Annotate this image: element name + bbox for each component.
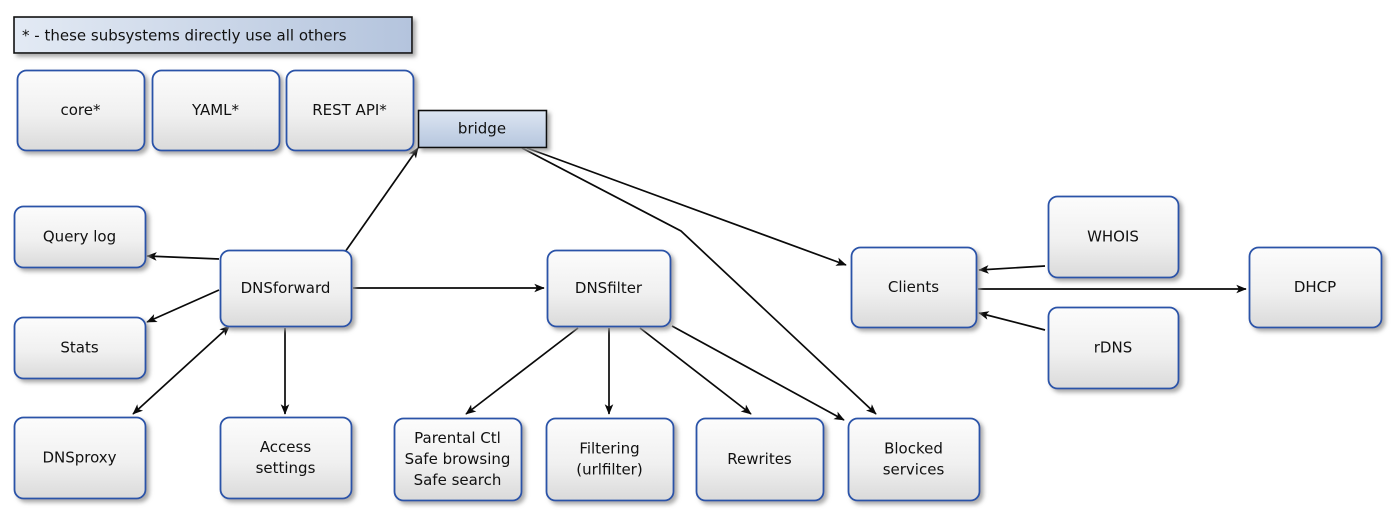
edge-dnsfilter-blocked — [671, 325, 845, 421]
node-box — [151, 69, 281, 152]
edge-line — [146, 252, 220, 261]
node-clients[interactable]: Clients — [850, 246, 978, 329]
edge-dnsfilter-parental — [465, 327, 579, 415]
edge-line — [146, 289, 220, 323]
edge-dnsforward-querylog — [146, 252, 220, 261]
node-dnsforward[interactable]: DNSforward — [219, 249, 353, 328]
node-label: WHOIS — [1087, 227, 1139, 245]
node-box — [847, 417, 981, 502]
node-label: core* — [61, 101, 101, 119]
node-box — [695, 417, 825, 502]
edge-line — [521, 147, 877, 415]
node-core[interactable]: core* — [16, 69, 146, 152]
node-label: DNSfilter — [575, 279, 643, 297]
edge-rdns-clients — [978, 311, 1046, 331]
legend-text: * - these subsystems directly use all ot… — [22, 27, 347, 45]
node-label: DNSforward — [241, 279, 331, 297]
node-label: REST API* — [312, 101, 387, 119]
node-restapi[interactable]: REST API* — [285, 69, 415, 152]
node-box — [545, 417, 675, 502]
node-label: Clients — [888, 278, 939, 296]
edge-bridge-clients — [526, 147, 847, 266]
node-label: DHCP — [1294, 278, 1336, 296]
edge-line — [344, 147, 419, 253]
node-rdns[interactable]: rDNS — [1047, 306, 1180, 390]
node-bridge[interactable]: bridge — [417, 109, 548, 149]
node-label: bridge — [458, 119, 506, 137]
edge-whois-clients — [978, 265, 1046, 274]
node-label: DNSproxy — [42, 448, 116, 466]
legend-box: * - these subsystems directly use all ot… — [13, 16, 413, 54]
edge-dnsfilter-rewrites — [639, 327, 752, 415]
edge-bridge-blocked — [521, 147, 877, 415]
node-box — [13, 316, 147, 380]
edge-dnsforward-bridge — [344, 147, 419, 253]
node-dnsproxy[interactable]: DNSproxy — [13, 416, 147, 500]
node-label: rDNS — [1094, 338, 1132, 356]
node-whois[interactable]: WHOIS — [1047, 195, 1180, 279]
node-box — [1047, 195, 1180, 279]
edge-line — [978, 311, 1046, 331]
node-querylog[interactable]: Query log — [13, 205, 147, 269]
edge-line — [671, 325, 845, 421]
edge-line — [132, 325, 231, 415]
node-box — [1047, 306, 1180, 390]
node-box — [417, 109, 548, 149]
node-label: Query log — [43, 227, 116, 245]
node-label: Stats — [60, 338, 98, 356]
edges-layer — [132, 147, 1247, 421]
node-box — [16, 69, 146, 152]
edge-line — [465, 327, 579, 415]
node-box — [850, 246, 978, 329]
node-box — [546, 249, 672, 328]
edge-dnsforward-stats — [146, 289, 220, 323]
node-label: Rewrites — [727, 450, 792, 468]
node-box — [219, 249, 353, 328]
node-box — [13, 205, 147, 269]
node-box — [393, 417, 523, 502]
edge-dnsforward-dnsproxy — [132, 325, 231, 415]
node-filtering[interactable]: Filtering(urlfilter) — [545, 417, 675, 502]
node-label: Filtering(urlfilter) — [576, 439, 642, 478]
node-box — [13, 416, 147, 500]
node-stats[interactable]: Stats — [13, 316, 147, 380]
node-dhcp[interactable]: DHCP — [1248, 246, 1383, 329]
node-rewrites[interactable]: Rewrites — [695, 417, 825, 502]
node-box — [1248, 246, 1383, 329]
legend-rect — [13, 16, 413, 54]
node-yaml[interactable]: YAML* — [151, 69, 281, 152]
edge-line — [978, 265, 1046, 274]
node-box — [219, 416, 353, 500]
node-box — [285, 69, 415, 152]
edge-line — [639, 327, 752, 415]
node-label: YAML* — [191, 101, 240, 119]
node-dnsfilter[interactable]: DNSfilter — [546, 249, 672, 328]
edge-line — [526, 147, 847, 266]
